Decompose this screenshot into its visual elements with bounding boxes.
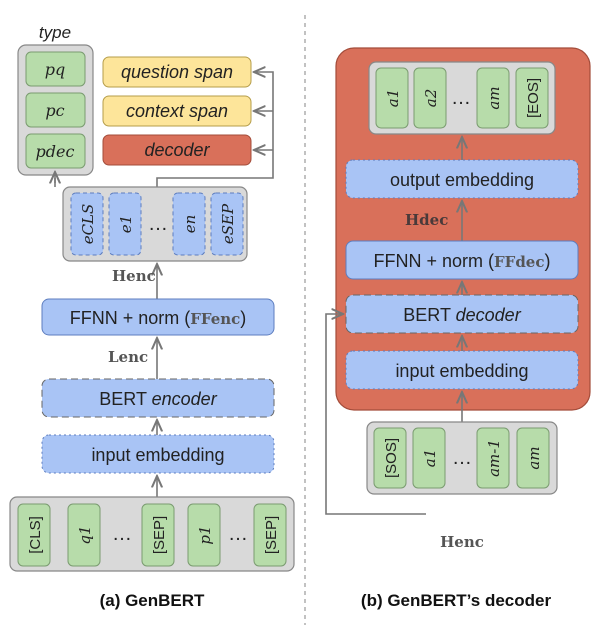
right-input-embedding-text: input embedding [395, 361, 528, 381]
ffdec-text-main: FFNN + norm ( [374, 251, 495, 271]
type-pdec-box [25, 133, 86, 169]
output-embedding-text: output embedding [390, 170, 534, 190]
question-span-box [102, 56, 252, 88]
out-a1-box [375, 67, 409, 129]
ffdec-close: ) [544, 251, 550, 271]
out-a2-box [413, 67, 447, 129]
ffenc-close: ) [240, 308, 246, 328]
out-am-box [476, 67, 510, 129]
decoder-inputs-group: [SOS] a1 … am-1 am [366, 421, 558, 495]
henc-to-decoder-connector [325, 314, 426, 515]
input-sep1-text: [SEP] [151, 516, 168, 554]
in-am-text: am [525, 446, 543, 469]
henc-label: Henc [112, 267, 156, 285]
question-span-text: question span [121, 62, 233, 82]
bert-decoder-group: BERT decoder [345, 294, 579, 334]
ffenc-text-main: FFNN + norm ( [70, 308, 191, 328]
type-pq-box [25, 51, 86, 87]
left-input-embedding-text: input embedding [91, 445, 224, 465]
out-eos-text: [EOS] [525, 78, 542, 118]
input-p1-box [187, 503, 221, 567]
encoder-ellipsis: … [148, 213, 168, 235]
ffdec-group: FFNN + norm (FFdec) [345, 240, 579, 280]
right-input-embedding-box [345, 350, 579, 390]
left-inputs-group: [CLS] q1 … [SEP] p1 … [SEP] [9, 496, 295, 572]
type-pc-text: pc [45, 101, 64, 120]
bert-encoder-text: BERT encoder [99, 389, 217, 409]
in-am1-box [476, 427, 510, 489]
input-sep2-text: [SEP] [263, 516, 280, 554]
bert-decoder-text: BERT decoder [403, 305, 521, 325]
encoder-outputs-group: eCLS e1 … en eSEP [62, 186, 248, 262]
ffdec-symbol: FFdec [494, 253, 544, 271]
caption-b: (b) GenBERT’s decoder [361, 591, 552, 610]
input-q1-box [67, 503, 101, 567]
eSEP-text: eSEP [219, 203, 237, 244]
input-p1-text: p1 [196, 525, 214, 544]
out-a1-text: a1 [384, 89, 402, 108]
context-span-box [102, 95, 252, 127]
input-ellipsis-1: … [112, 523, 132, 545]
head-group: question span context span decoder [102, 56, 252, 166]
e1-box [108, 192, 142, 256]
in-a1-box [412, 427, 446, 489]
in-am-box [516, 427, 550, 489]
input-sep1-box [141, 503, 175, 567]
input-q1-text: q1 [76, 525, 94, 544]
type-pq-text: pq [45, 60, 65, 79]
output-embedding-group: output embedding [345, 159, 579, 199]
bert-encoder-box [41, 378, 275, 418]
caption-a: (a) GenBERT [100, 591, 205, 610]
out-ellipsis: … [451, 87, 471, 109]
e1-text: e1 [117, 215, 135, 233]
in-a1-text: a1 [421, 449, 439, 468]
head-connectors [55, 72, 274, 187]
in-ellipsis: … [452, 447, 472, 469]
right-henc-label: Henc [440, 533, 484, 551]
lenc-label: Lenc [108, 348, 148, 366]
output-embedding-box [345, 159, 579, 199]
ffdec-box [345, 240, 579, 280]
bert-decoder-main: BERT [403, 305, 455, 325]
hdec-label: Hdec [405, 211, 448, 229]
left-input-embedding-group: input embedding [41, 434, 275, 474]
context-span-text: context span [126, 101, 228, 121]
input-ellipsis-2: … [228, 523, 248, 545]
out-eos-box [515, 67, 549, 129]
type-pc-box [25, 92, 86, 128]
ffenc-text: FFNN + norm (FFenc) [70, 308, 247, 328]
type-label: type [39, 23, 71, 42]
decoder-outputs-group: a1 a2 … am [EOS] [368, 61, 556, 135]
out-a2-text: a2 [422, 89, 440, 108]
in-am1-text: am-1 [485, 439, 503, 477]
input-cls-text: [CLS] [27, 516, 44, 554]
bert-encoder-main: BERT [99, 389, 151, 409]
ffenc-box [41, 298, 275, 336]
decoder-head-box [102, 134, 252, 166]
decoder-head-text: decoder [144, 140, 210, 160]
ffenc-symbol: FFenc [190, 310, 240, 328]
bert-decoder-box [345, 294, 579, 334]
ffenc-group: FFNN + norm (FFenc) [41, 298, 275, 336]
in-sos-text: [SOS] [383, 438, 400, 478]
en-text: en [181, 215, 199, 234]
type-group: type pq pc pdec [17, 23, 94, 176]
eSEP-box [210, 192, 244, 256]
type-pdec-text: pdec [36, 142, 75, 161]
eCLS-text: eCLS [79, 204, 97, 245]
bert-encoder-group: BERT encoder [41, 378, 275, 418]
ffdec-text: FFNN + norm (FFdec) [374, 251, 551, 271]
out-am-text: am [485, 86, 503, 109]
eCLS-box [70, 192, 104, 256]
en-box [172, 192, 206, 256]
input-sep2-box [253, 503, 287, 567]
bert-encoder-word: encoder [152, 389, 218, 409]
right-input-embedding-group: input embedding [345, 350, 579, 390]
left-input-embedding-box [41, 434, 275, 474]
in-sos-box [373, 427, 407, 489]
bert-decoder-word: decoder [456, 305, 522, 325]
input-cls-box [17, 503, 51, 567]
